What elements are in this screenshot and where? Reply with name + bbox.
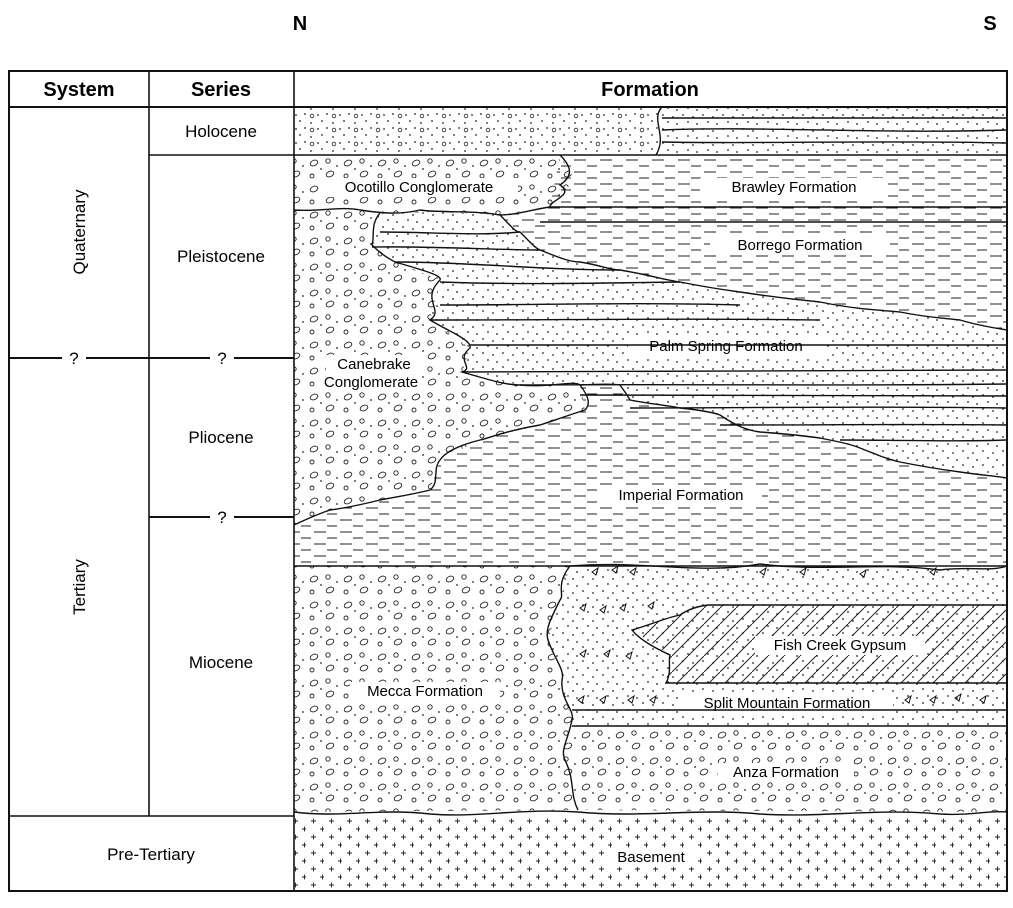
- table-grid: [8, 70, 1008, 892]
- series-pleistocene: Pleistocene: [177, 247, 265, 266]
- label-backgrounds: [320, 178, 925, 867]
- formation-canebrake-line2: Conglomerate: [324, 374, 418, 391]
- formation-canebrake-line1: Canebrake: [337, 356, 410, 373]
- boundary-lines: [293, 106, 1008, 816]
- header-formation: Formation: [601, 79, 699, 101]
- formation-imperial: Imperial Formation: [618, 487, 743, 504]
- formation-ocotillo-conglomerate: Ocotillo Conglomerate: [345, 179, 493, 196]
- series-holocene: Holocene: [185, 122, 257, 141]
- header-system: System: [43, 79, 114, 101]
- uncertain-mark-series: ?: [217, 349, 226, 368]
- uncertain-mark-pliocene-miocene: ?: [217, 508, 226, 527]
- formation-split-mountain: Split Mountain Formation: [704, 695, 871, 712]
- system-quaternary: Quaternary: [70, 189, 89, 275]
- system-tertiary: Tertiary: [70, 559, 89, 615]
- series-pliocene: Pliocene: [188, 428, 253, 447]
- formation-mecca: Mecca Formation: [367, 683, 483, 700]
- formation-brawley: Brawley Formation: [731, 179, 856, 196]
- header-series: Series: [191, 79, 251, 101]
- formation-basement: Basement: [617, 849, 685, 866]
- series-miocene: Miocene: [189, 653, 253, 672]
- formation-borrego: Borrego Formation: [737, 237, 862, 254]
- formation-fish-creek-gypsum: Fish Creek Gypsum: [774, 637, 907, 654]
- uncertain-mark-system: ?: [69, 349, 78, 368]
- formation-anza: Anza Formation: [733, 764, 839, 781]
- system-pre-tertiary: Pre-Tertiary: [107, 845, 195, 864]
- south-label: S: [983, 13, 996, 35]
- formation-palm-spring: Palm Spring Formation: [649, 338, 802, 355]
- gypsum-fragment-marks: [577, 564, 987, 704]
- north-label: N: [293, 13, 307, 35]
